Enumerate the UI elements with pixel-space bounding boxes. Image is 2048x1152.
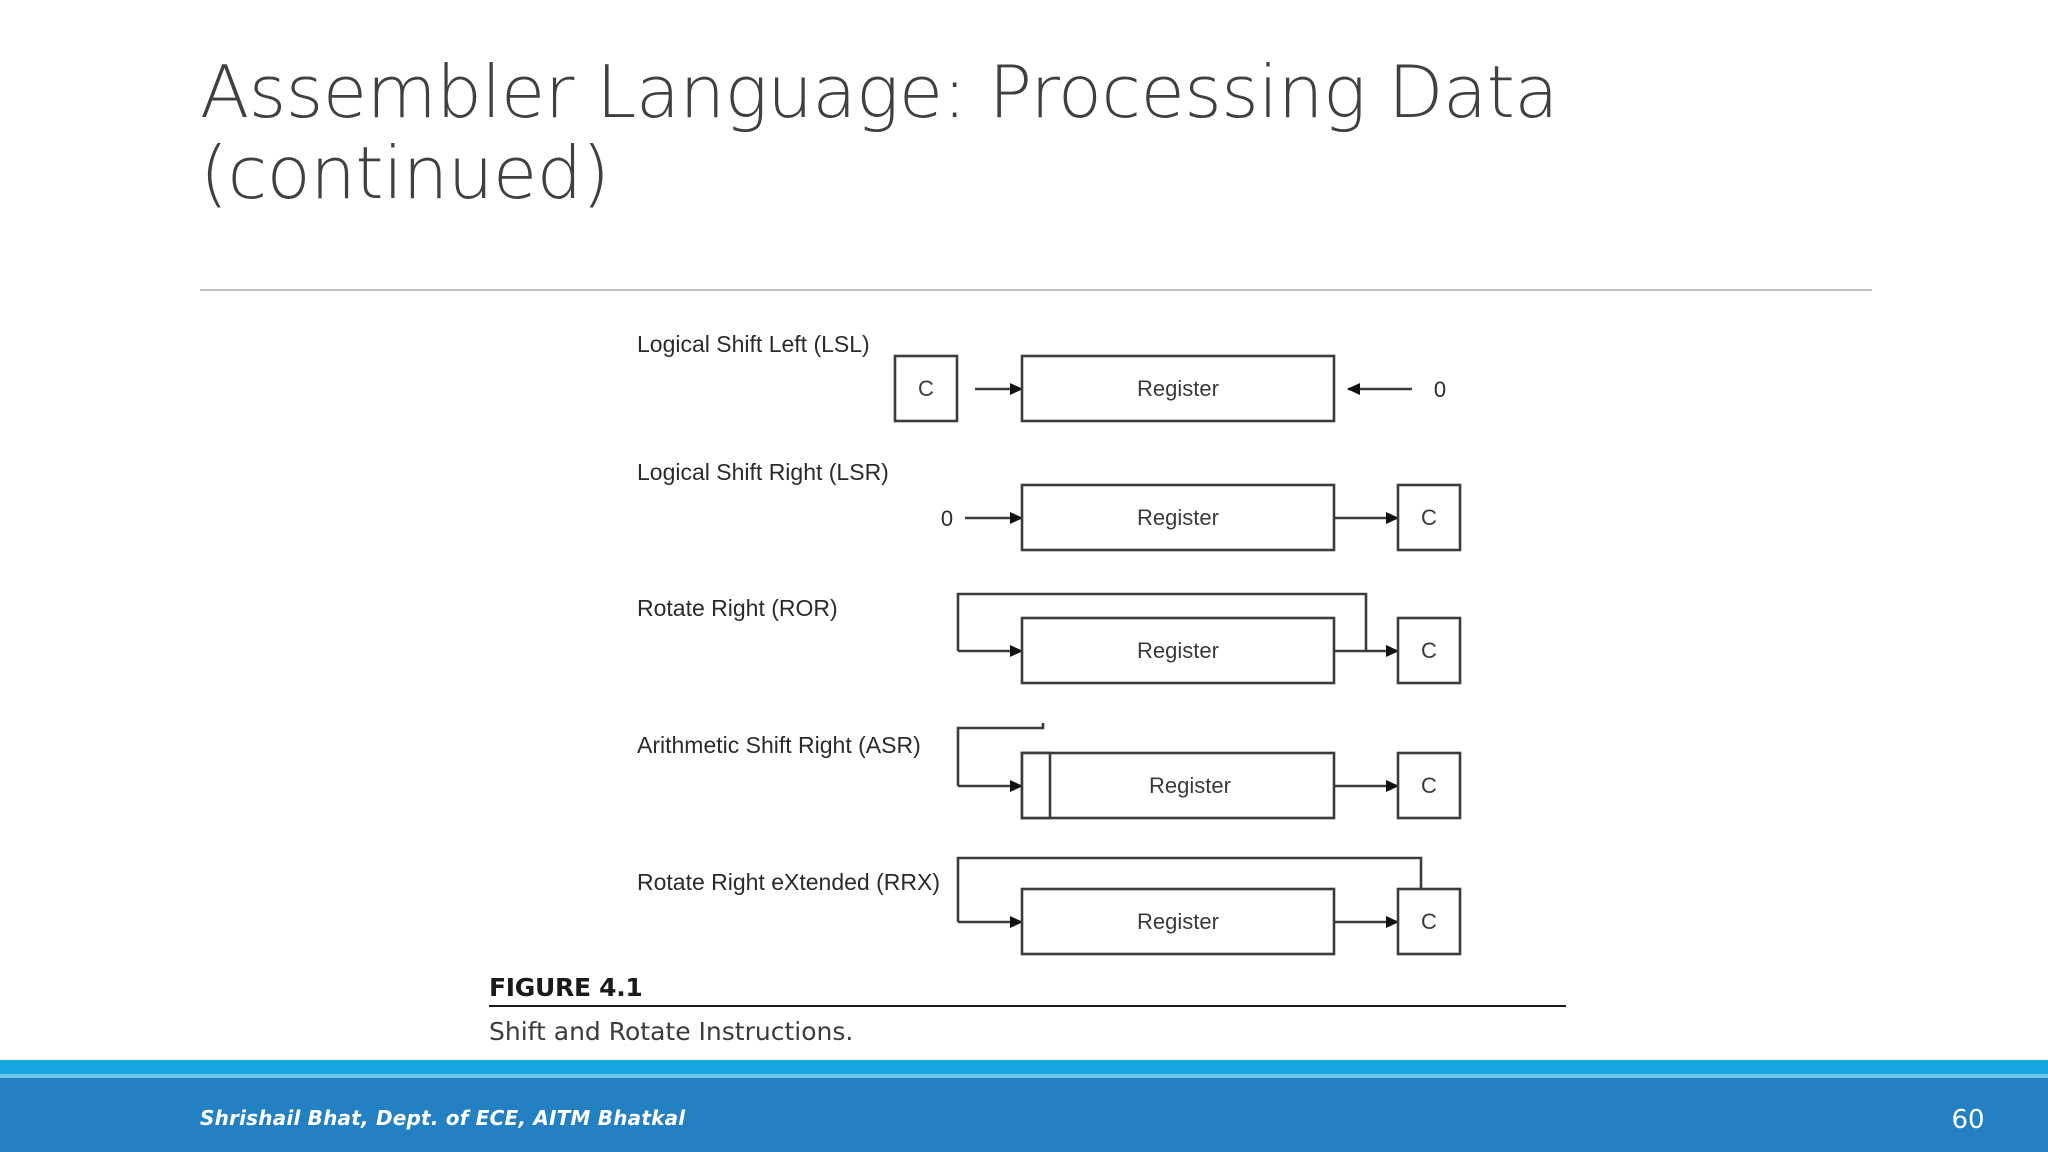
register-box-label-rrx: Register [1137,909,1219,934]
row-label-ror: Rotate Right (ROR) [637,595,838,621]
carry-box-label-lsl: C [918,376,934,401]
feedback-path-rrx [956,856,1423,922]
footer-page-number: 60 [1951,1105,1985,1135]
register-box-ror [1020,616,1336,685]
row-label-lsl: Logical Shift Left (LSL) [637,331,870,357]
carry-box-ror [1396,616,1462,685]
figure-row-asr: Arithmetic Shift Right (ASR) Register C [637,723,1462,820]
figure-caption-text: Shift and Rotate Instructions. [489,1017,853,1046]
register-box-label-asr: Register [1149,773,1231,798]
row-label-rrx: Rotate Right eXtended (RRX) [637,869,940,895]
register-box-label-lsl: Register [1137,376,1219,401]
slide-footer: Shrishail Bhat, Dept. of ECE, AITM Bhatk… [0,1060,2048,1152]
footer-accent-strip [0,1060,2048,1074]
input-bit-lsl: 0 [1434,377,1446,402]
figure-row-ror: Rotate Right (ROR) Register C [637,592,1462,685]
title-divider [200,289,1872,291]
register-box-label-lsr: Register [1137,505,1219,530]
register-box-asr [1020,751,1336,820]
footer-accent-hairline [0,1074,2048,1078]
register-box-label-ror: Register [1137,638,1219,663]
carry-box-label-rrx: C [1421,909,1437,934]
figure-row-lsr: Logical Shift Right (LSR) 0 Register C [637,459,1462,552]
figure-caption-block: FIGURE 4.1 Shift and Rotate Instructions… [489,973,1566,1046]
input-bit-lsr: 0 [941,506,953,531]
figure-row-lsl: Logical Shift Left (LSL) C Register 0 [637,331,1446,423]
footer-band [0,1078,2048,1152]
carry-box-label-asr: C [1421,773,1437,798]
title-block: Assembler Language: Processing Data (con… [200,52,1900,213]
figure-number: FIGURE 4.1 [489,973,643,1002]
footer-credit-text: Shrishail Bhat, Dept. of ECE, AITM Bhatk… [200,1106,686,1130]
carry-box-label-lsr: C [1421,505,1437,530]
page-title: Assembler Language: Processing Data (con… [200,50,1558,215]
carry-box-rrx [1396,887,1462,956]
row-label-asr: Arithmetic Shift Right (ASR) [637,732,921,758]
sign-bit-cell-asr [1020,751,1052,820]
register-box-rrx [1020,887,1336,956]
register-box-lsr [1020,483,1336,552]
carry-box-lsl [893,354,959,423]
row-label-lsr: Logical Shift Right (LSR) [637,459,889,485]
carry-box-label-ror: C [1421,638,1437,663]
register-box-lsl [1020,354,1336,423]
feedback-path-asr [956,723,1045,786]
feedback-path-ror [956,592,1368,651]
carry-box-lsr [1396,483,1462,552]
carry-box-asr [1396,751,1462,820]
figure-row-rrx: Rotate Right eXtended (RRX) Register C [637,856,1462,956]
